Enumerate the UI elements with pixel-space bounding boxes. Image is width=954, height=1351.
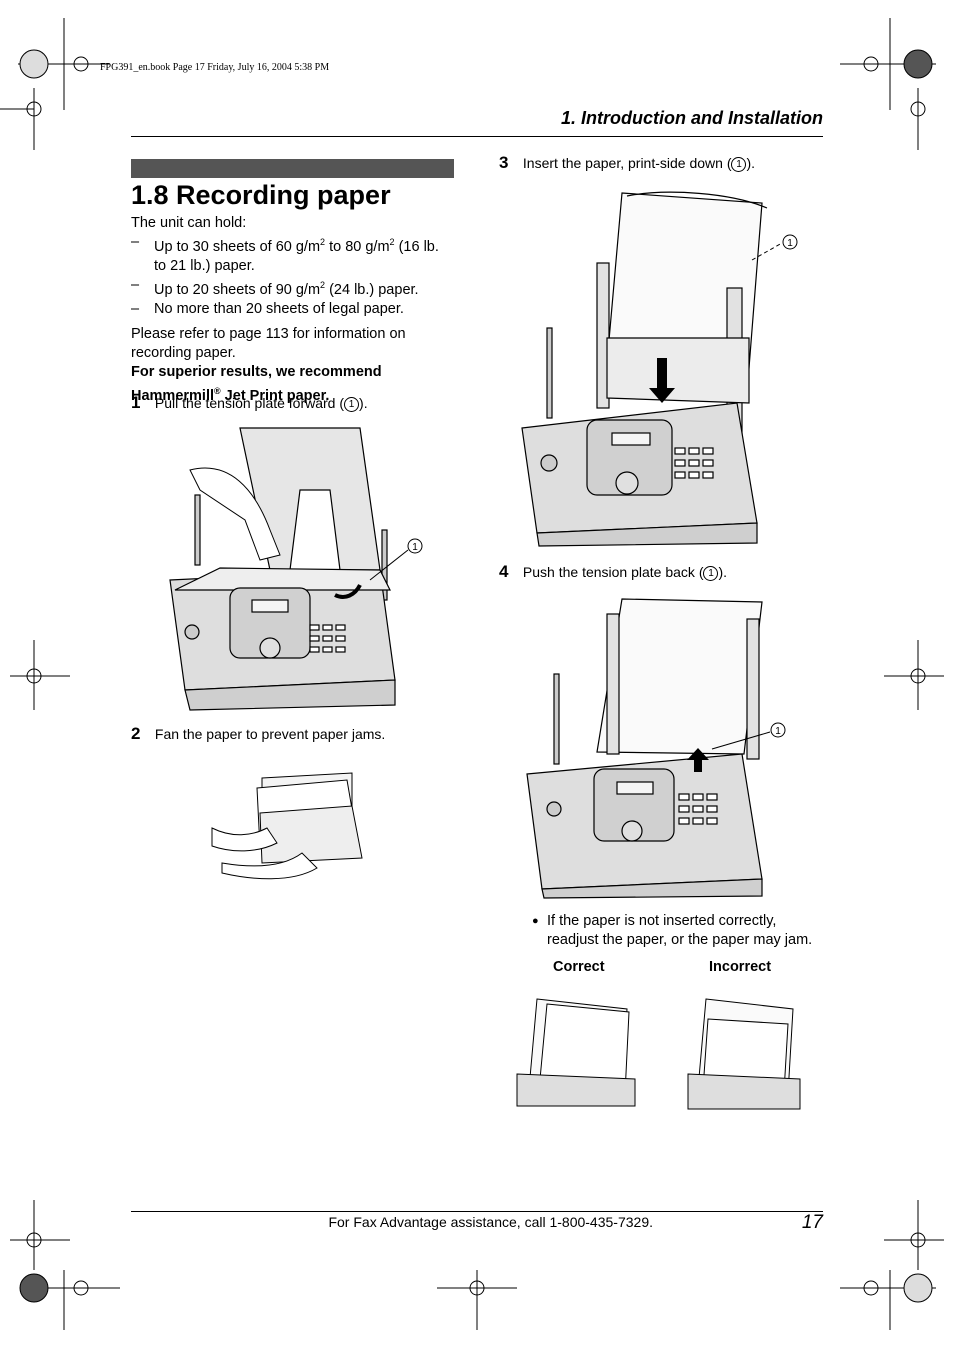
footer-rule bbox=[131, 1211, 823, 1212]
capacity-item: Up to 20 sheets of 90 g/m2 (24 lb.) pape… bbox=[131, 276, 461, 300]
capacity-block: The unit can hold: Up to 30 sheets of 60… bbox=[131, 214, 461, 405]
header-rule bbox=[131, 136, 823, 137]
book-info-line: FPG391_en.book Page 17 Friday, July 16, … bbox=[100, 62, 330, 73]
callout-1: 1 bbox=[787, 238, 793, 249]
correct-paper-illustration bbox=[516, 998, 636, 1107]
correct-label: Correct bbox=[553, 959, 605, 975]
section-bar bbox=[131, 159, 454, 178]
callout-1: 1 bbox=[775, 726, 781, 737]
capacity-item: No more than 20 sheets of legal paper. bbox=[131, 300, 461, 319]
fanning-paper-illustration bbox=[211, 772, 363, 880]
refer-note: Please refer to page 113 for information… bbox=[131, 325, 406, 361]
step-3: 3 Insert the paper, print-side down (1). bbox=[499, 153, 756, 172]
assistance-line: For Fax Advantage assistance, call 1-800… bbox=[328, 1214, 653, 1230]
fax-tension-plate-forward-illustration: 1 bbox=[169, 427, 423, 711]
incorrect-paper-illustration bbox=[687, 998, 801, 1110]
fax-insert-paper-illustration: 1 bbox=[521, 191, 798, 547]
incorrect-label: Incorrect bbox=[709, 959, 772, 975]
step-2: 2 Fan the paper to prevent paper jams. bbox=[131, 724, 386, 743]
step-1: 1 Pull the tension plate forward (1). bbox=[131, 393, 368, 412]
capacity-intro: The unit can hold: bbox=[131, 215, 247, 231]
callout-1: 1 bbox=[412, 542, 418, 553]
fax-tension-plate-back-illustration: 1 bbox=[526, 598, 786, 899]
capacity-item: Up to 30 sheets of 60 g/m2 to 80 g/m2 (1… bbox=[131, 233, 461, 276]
page-number: 17 bbox=[801, 1212, 823, 1233]
paper-insert-note: ● If the paper is not inserted correctly… bbox=[532, 913, 813, 948]
section-title: 1.8 Recording paper bbox=[131, 180, 391, 210]
chapter-title: 1. Introduction and Installation bbox=[560, 108, 823, 128]
step-4: 4 Push the tension plate back (1). bbox=[499, 562, 728, 581]
